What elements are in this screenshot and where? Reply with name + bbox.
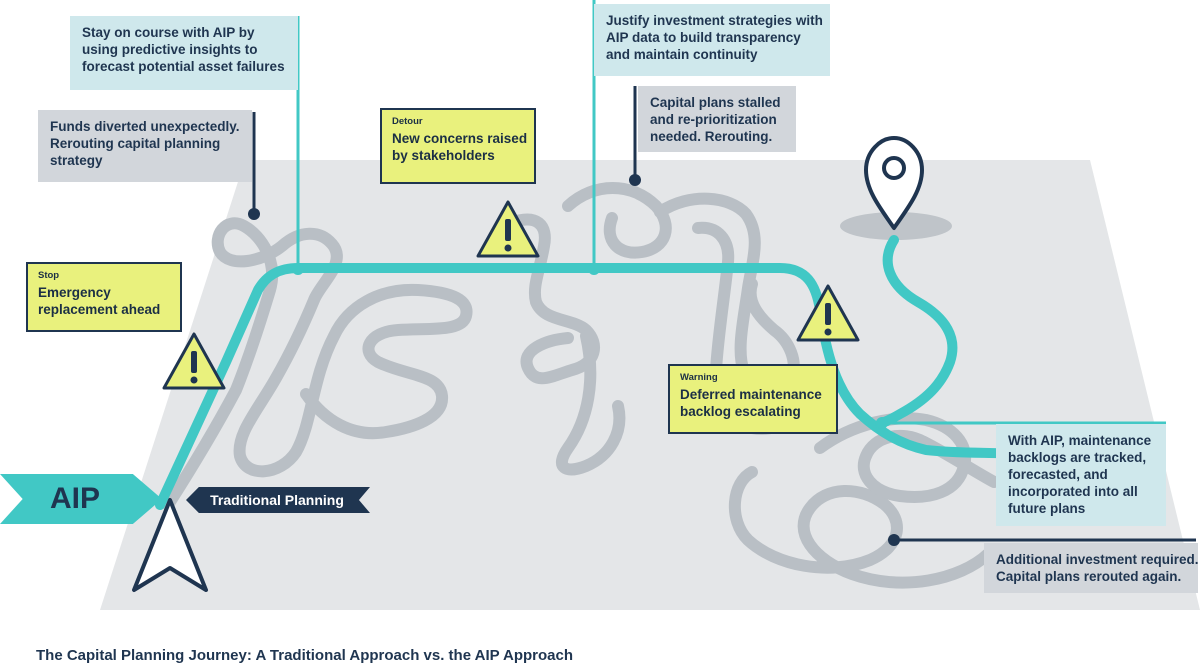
connector-justify-dot (588, 263, 600, 275)
sign-line: backlog escalating (680, 404, 801, 419)
callout-line: and maintain continuity (606, 47, 758, 62)
callout-line: Rerouting capital planning (50, 136, 221, 151)
sign-line: replacement ahead (38, 302, 161, 317)
callout-predictive: Stay on course with AIP by using predict… (70, 16, 298, 90)
callout-line: backlogs are tracked, (1008, 450, 1147, 465)
warning-triangle-icon (796, 284, 860, 342)
navigation-arrow-icon (132, 498, 208, 592)
traditional-route-label: Traditional Planning (210, 492, 344, 508)
connector-funds-dot (248, 208, 260, 220)
callout-line: Funds diverted unexpectedly. (50, 119, 240, 134)
sign-line: New concerns raised (392, 131, 528, 146)
warning-triangle-icon (476, 200, 540, 258)
callout-line: AIP data to build transparency (606, 30, 801, 45)
callout-backlogs: With AIP, maintenance backlogs are track… (996, 424, 1166, 526)
warning-triangle-icon (162, 332, 226, 390)
callout-funds: Funds diverted unexpectedly. Rerouting c… (38, 110, 252, 182)
sign-line: by stakeholders (392, 148, 495, 163)
callout-line: strategy (50, 153, 103, 168)
sign-tag: Warning (680, 372, 718, 383)
aip-route-banner (0, 474, 162, 524)
callout-line: future plans (1008, 501, 1086, 516)
callout-line: incorporated into all (1008, 484, 1138, 499)
sign-warning: Warning Deferred maintenance backlog esc… (668, 364, 838, 434)
callout-line: Stay on course with AIP by (82, 25, 255, 40)
callout-line: using predictive insights to (82, 42, 258, 57)
traditional-route (162, 182, 1000, 589)
sign-detour: Detour New concerns raised by stakeholde… (380, 108, 536, 184)
aip-route-label: AIP (49, 482, 100, 515)
callout-line: Capital plans rerouted again. (996, 569, 1182, 584)
figure-caption: The Capital Planning Journey: A Traditio… (36, 647, 574, 664)
map-pin-icon (864, 136, 924, 230)
callout-stalled: Capital plans stalled and re-prioritizat… (638, 86, 796, 152)
connector-backlogs-dot (876, 417, 888, 429)
sign-tag: Detour (392, 116, 423, 127)
sign-line: Deferred maintenance (680, 387, 822, 402)
sign-stop: Stop Emergency replacement ahead (26, 262, 182, 332)
callout-line: and re-prioritization (650, 112, 777, 127)
callout-justify: Justify investment strategies with AIP d… (594, 4, 830, 76)
callout-line: Additional investment required. (996, 552, 1199, 567)
callout-line: forecast potential asset failures (82, 59, 285, 74)
connector-stalled-dot (629, 174, 641, 186)
callout-line: needed. Rerouting. (650, 129, 773, 144)
callout-line: Justify investment strategies with (606, 13, 823, 28)
callout-additional: Additional investment required. Capital … (984, 543, 1199, 593)
sign-tag: Stop (38, 270, 60, 281)
traditional-route-banner (186, 487, 370, 513)
callout-line: With AIP, maintenance (1008, 433, 1152, 448)
callout-line: forecasted, and (1008, 467, 1108, 482)
connector-predictive-dot (292, 263, 304, 275)
aip-route-destination (875, 235, 958, 429)
callout-line: Capital plans stalled (650, 95, 781, 110)
connector-additional-dot (888, 534, 900, 546)
aip-route (155, 263, 1015, 510)
sign-line: Emergency (38, 285, 111, 300)
